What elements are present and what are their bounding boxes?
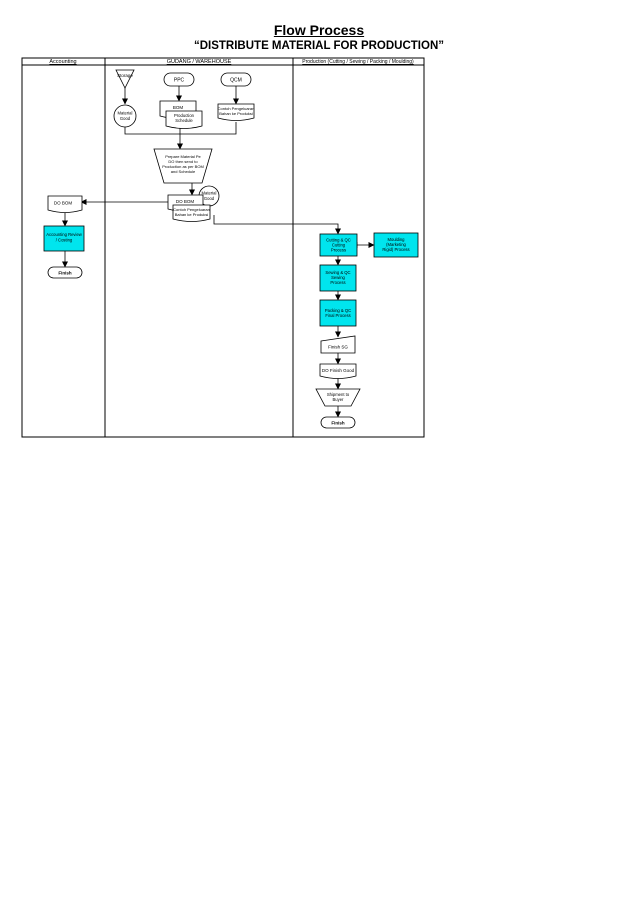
material-good-connector-1: Material Good <box>113 104 137 128</box>
storage-node: Storage <box>115 69 135 89</box>
svg-text:Process: Process <box>331 248 346 253</box>
svg-text:DO Finish Good: DO Finish Good <box>322 368 355 373</box>
contoh-pengeluaran-qcm-document: Contoh Pengeluaran Bahan ke Produksi <box>217 103 255 121</box>
finish-sg-manual-input: Finish SG <box>320 335 356 354</box>
svg-text:(Marketing: (Marketing <box>386 242 406 247</box>
svg-text:Sewing & QC: Sewing & QC <box>325 270 350 275</box>
shipment-to-buyer-manual-operation: Shipment to Buyer <box>315 388 361 407</box>
page-subtitle: “DISTRIBUTE MATERIAL FOR PRODUCTION” <box>193 40 444 52</box>
accounting-review-process: Accounting Review / Costing <box>43 225 85 252</box>
svg-text:Sewing: Sewing <box>331 275 345 280</box>
sewing-qc-process: Sewing & QC Sewing Process <box>319 264 357 292</box>
qcm-node: QCM <box>220 72 252 87</box>
svg-text:Finish: Finish <box>331 421 345 426</box>
svg-text:/ Costing: / Costing <box>56 238 73 243</box>
cutting-qc-process: Cutting & QC Cutting Process <box>319 233 358 257</box>
packing-qc-process: Packing & QC Final Process <box>319 299 357 327</box>
svg-text:Finish: Finish <box>58 271 72 276</box>
svg-text:Cutting & QC: Cutting & QC <box>326 238 351 243</box>
svg-text:Rigid) Process: Rigid) Process <box>382 247 409 252</box>
svg-text:Accounting Review: Accounting Review <box>46 232 83 237</box>
prepare-material-manual-operation: Prepare Material Pe DO then send to Prod… <box>153 148 213 184</box>
do-finish-good-document: DO Finish Good <box>319 363 357 379</box>
svg-text:Final Process: Final Process <box>325 313 350 318</box>
lane-label-accounting: Accounting <box>49 59 76 65</box>
finish-production-terminator: Finish <box>320 416 356 429</box>
do-bom-accounting-document: DO BOM <box>47 195 83 213</box>
svg-text:Bahan ke Produksi: Bahan ke Produksi <box>219 111 253 116</box>
connectors <box>62 86 375 418</box>
svg-text:and Schedule: and Schedule <box>171 169 196 174</box>
svg-text:Cutting: Cutting <box>332 243 346 248</box>
svg-text:Good: Good <box>204 196 215 201</box>
svg-text:PPC: PPC <box>174 78 185 84</box>
contoh-pengeluaran-warehouse-document: Contoh Pengeluaran Bahan ke Produksi <box>172 204 211 222</box>
svg-text:QCM: QCM <box>230 78 242 84</box>
svg-text:Contoh Pengeluaran: Contoh Pengeluaran <box>173 207 210 212</box>
moulding-process: Moulding (Marketing Rigid) Process <box>373 232 419 258</box>
svg-text:Packing & QC: Packing & QC <box>325 308 351 313</box>
page-title: Flow Process <box>273 22 365 38</box>
svg-text:Storage: Storage <box>117 73 133 78</box>
svg-text:Shipment to: Shipment to <box>327 392 350 397</box>
svg-text:BOM: BOM <box>173 105 184 110</box>
svg-text:DO BOM: DO BOM <box>176 199 195 204</box>
production-schedule-document: Production Schedule <box>165 110 203 129</box>
svg-text:Finish SG: Finish SG <box>328 345 348 350</box>
svg-text:Prepare Material Pe: Prepare Material Pe <box>165 154 201 159</box>
swimlanes <box>21 57 425 438</box>
svg-text:DO BOM: DO BOM <box>54 201 73 206</box>
svg-text:Contoh Pengeluaran: Contoh Pengeluaran <box>218 106 255 111</box>
lane-label-warehouse: GUDANG / WAREHOUSE <box>167 59 232 65</box>
svg-text:Process: Process <box>330 280 345 285</box>
svg-text:Production as per BOM: Production as per BOM <box>162 164 204 169</box>
svg-text:Buyer: Buyer <box>333 397 345 402</box>
svg-text:Production: Production <box>174 113 195 118</box>
svg-text:Good: Good <box>120 116 131 121</box>
svg-text:Bahan ke Produksi: Bahan ke Produksi <box>175 212 209 217</box>
svg-text:DO then send to: DO then send to <box>168 159 198 164</box>
ppc-node: PPC <box>163 72 195 87</box>
svg-text:Material: Material <box>118 111 133 116</box>
finish-accounting-terminator: Finish <box>47 266 83 279</box>
svg-text:Moulding: Moulding <box>388 237 406 242</box>
svg-text:Schedule: Schedule <box>175 118 193 123</box>
lane-label-production: Production (Cutting / Sewing / Packing /… <box>302 59 414 65</box>
svg-text:Material: Material <box>202 191 217 196</box>
